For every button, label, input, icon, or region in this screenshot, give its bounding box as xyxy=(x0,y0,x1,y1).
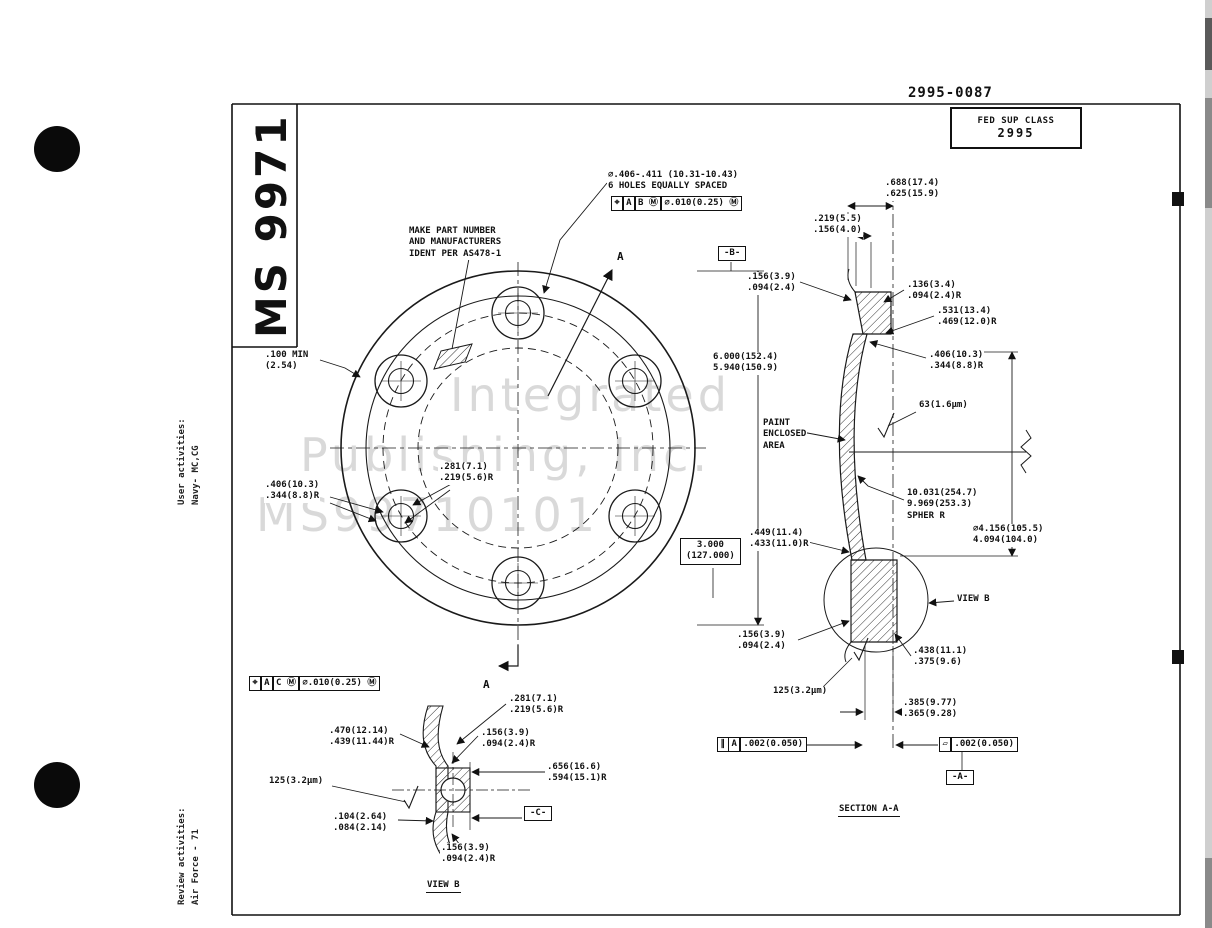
fed-sup-class-value: 2995 xyxy=(997,126,1035,140)
scan-edge-mark-1 xyxy=(1205,18,1212,70)
cut-label-a-bottom: A xyxy=(482,678,491,692)
fcf-holes-cell: B Ⓜ xyxy=(634,196,662,211)
fcf-flatness: ▱.002(0.050) xyxy=(938,737,1019,752)
fcf-parallelism: ∥A.002(0.050) xyxy=(716,737,808,752)
dim-100-min: .100 MIN (2.54) xyxy=(264,350,310,373)
punch-hole-bottom xyxy=(34,762,80,808)
dim-656: .656(16.6) .594(15.1)R xyxy=(546,762,608,785)
dim-od: 6.000(152.4) 5.940(150.9) xyxy=(712,352,780,375)
dim-136: .136(3.4) .094(2.4)R xyxy=(906,280,963,303)
border-frame xyxy=(231,103,1184,916)
dim-156-viewb-top: .156(3.9) .094(2.4)R xyxy=(480,728,537,751)
label-section-aa: SECTION A-A xyxy=(838,804,900,818)
scan-edge-mark-2 xyxy=(1205,98,1212,208)
dim-385: .385(9.77) .365(9.28) xyxy=(902,698,959,721)
fcf-flatness-cell: .002(0.050) xyxy=(950,737,1019,752)
dim-4156: ⌀4.156(105.5) 4.094(104.0) xyxy=(972,524,1045,547)
dim-104: .104(2.64) .084(2.14) xyxy=(332,812,389,835)
dim-219: .219(5.5) .156(4.0) xyxy=(812,214,863,237)
dim-281-main: .281(7.1) .219(5.6)R xyxy=(438,462,495,485)
view-b-detail-circle xyxy=(823,547,929,653)
fcf-viewb-cell: C Ⓜ xyxy=(272,676,300,691)
finish-125-section: 125(3.2µm) xyxy=(772,686,829,698)
finish-63: 63(1.6µm) xyxy=(918,400,969,412)
dim-281-viewb: .281(7.1) .219(5.6)R xyxy=(508,694,565,717)
dim-bolt-circle: 3.000 (127.000) xyxy=(680,538,741,565)
callout-paint: PAINT ENCLOSED AREA xyxy=(762,418,808,452)
finish-check-63 xyxy=(877,412,895,439)
datum-c: -C- xyxy=(524,806,553,822)
label-view-b: VIEW B xyxy=(426,880,461,894)
callout-holes: ⌀.406-.411 (10.31-10.43) 6 HOLES EQUALLY… xyxy=(607,170,740,193)
dim-531-right: .531(13.4) .469(12.0)R xyxy=(936,306,998,329)
datum-a: -A- xyxy=(946,770,975,786)
punch-hole-top xyxy=(34,126,80,172)
dim-156-top-left: .156(3.9) .094(2.4) xyxy=(746,272,797,295)
dim-sphere: 10.031(254.7) 9.969(253.3) SPHER R xyxy=(906,488,979,522)
callout-part-number: MAKE PART NUMBER AND MANUFACTURERS IDENT… xyxy=(408,226,503,260)
bolt-hole-lower-right xyxy=(608,489,662,543)
bolt-hole-upper-left xyxy=(374,354,428,408)
dim-449-left: .449(11.4) .433(11.0)R xyxy=(748,528,810,551)
bolt-hole-top xyxy=(491,286,545,340)
part-number-flag xyxy=(433,343,473,370)
doc-number: 2995-0087 xyxy=(908,85,993,101)
dim-406-right: .406(10.3) .344(8.8)R xyxy=(928,350,985,373)
finish-check-125-viewb xyxy=(403,785,419,810)
break-line xyxy=(1020,429,1032,474)
section-cut-line-top xyxy=(547,269,613,397)
scan-edge-artifact xyxy=(1205,0,1212,928)
dim-438: .438(11.1) .375(9.6) xyxy=(912,646,969,669)
dim-470: .470(12.14) .439(11.44)R xyxy=(328,726,396,749)
fcf-holes-cell: ⌀.010(0.25) Ⓜ xyxy=(660,196,743,211)
cut-label-a-top: A xyxy=(616,250,625,264)
datum-b: -B- xyxy=(718,246,747,262)
front-view xyxy=(319,182,764,672)
ms-number-title: MS 9971 xyxy=(247,113,296,338)
fed-sup-class-label: FED SUP CLASS xyxy=(977,116,1055,126)
bolt-hole-upper-right xyxy=(608,354,662,408)
dim-688: .688(17.4) .625(15.9) xyxy=(884,178,941,201)
finish-125-viewb: 125(3.2µm) xyxy=(268,776,325,788)
fcf-viewb-cell: ⌀.010(0.25) Ⓜ xyxy=(298,676,381,691)
dim-156-bottom-left: .156(3.9) .094(2.4) xyxy=(736,630,787,653)
view-b-detail xyxy=(331,703,545,863)
label-view-b-callout: VIEW B xyxy=(956,594,991,606)
scan-edge-mark-3 xyxy=(1205,858,1212,928)
section-cut-line-bottom xyxy=(497,645,519,672)
dim-406-main: .406(10.3) .344(8.8)R xyxy=(264,480,321,503)
bolt-hole-bottom xyxy=(491,556,545,610)
dim-156-viewb-bottom: .156(3.9) .094(2.4)R xyxy=(440,843,497,866)
fcf-parallelism-cell: .002(0.050) xyxy=(739,737,808,752)
fed-sup-class-box: FED SUP CLASS 2995 xyxy=(950,107,1082,149)
section-view xyxy=(797,188,1032,770)
finish-check-125-section xyxy=(853,637,869,662)
